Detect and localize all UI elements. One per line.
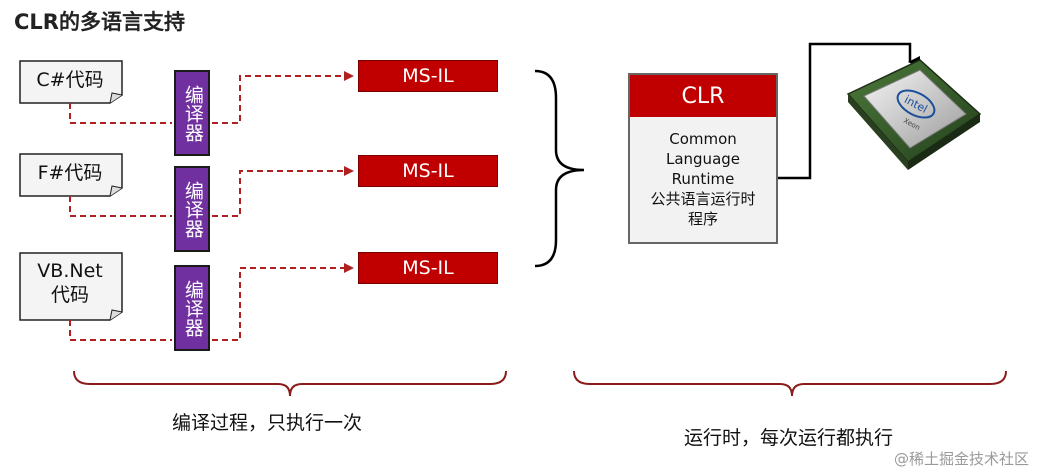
- clr-to-chip-connector: [778, 42, 920, 180]
- dash-source-to-compiler-1: [69, 103, 172, 124]
- source-doc-label-line2: 代码: [50, 284, 89, 306]
- doc-shape-csharp: [19, 60, 123, 104]
- compile-caption: 编译过程，只执行一次: [172, 412, 363, 434]
- runtime-phase-brace: [573, 370, 1007, 397]
- compile-phase-brace: [73, 370, 507, 397]
- cpu-chip-icon: intel Xeon: [846, 59, 982, 170]
- dash-source-to-compiler-2: [69, 196, 172, 217]
- runtime-caption: 运行时，每次运行都执行: [684, 427, 894, 449]
- compiler-box-3: 编译器: [174, 265, 210, 351]
- compiler-box-1: 编译器: [174, 70, 210, 156]
- doc-shape-fsharp: [19, 153, 123, 197]
- watermark: @稀土掘金技术社区: [893, 450, 1029, 468]
- source-doc-vbnet: VB.Net 代码: [20, 255, 120, 313]
- msil-box-1: MS-IL: [358, 60, 498, 92]
- compiler-box-2: 编译器: [174, 166, 210, 252]
- msil-box-2: MS-IL: [358, 155, 498, 187]
- dash-compiler-to-msil-1: [212, 71, 354, 124]
- source-doc-label: F#代码: [37, 162, 103, 185]
- msil-box-3: MS-IL: [358, 252, 498, 284]
- source-doc-label-line1: VB.Net: [37, 260, 103, 283]
- clr-line: Language: [665, 150, 741, 168]
- page-title: CLR的多语言支持: [14, 10, 185, 34]
- doc-shape-vbnet: [19, 252, 123, 321]
- clr-header: CLR: [630, 75, 776, 117]
- merge-brace: [534, 69, 585, 268]
- clr-line: Runtime: [671, 170, 735, 188]
- clr-box: CLR Common Language Runtime 公共语言运行时 程序: [628, 73, 778, 244]
- dash-source-to-compiler-3: [69, 320, 172, 341]
- source-doc-fsharp: F#代码: [20, 154, 120, 194]
- clr-line: 程序: [687, 210, 718, 228]
- dash-compiler-to-msil-2: [212, 166, 354, 217]
- clr-line: 公共语言运行时: [650, 190, 756, 208]
- source-doc-label: C#代码: [36, 69, 104, 92]
- clr-line: Common: [669, 130, 737, 148]
- clr-description: Common Language Runtime 公共语言运行时 程序: [630, 117, 776, 229]
- source-doc-csharp: C#代码: [20, 61, 120, 101]
- dash-compiler-to-msil-3: [212, 263, 354, 341]
